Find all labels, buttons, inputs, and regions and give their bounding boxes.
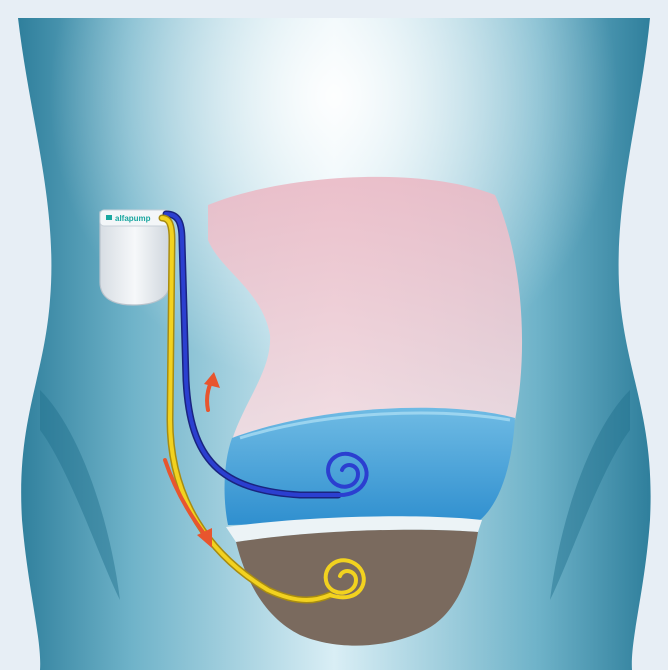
pump-device: alfapump bbox=[100, 210, 170, 305]
pump-brand-label: alfapump bbox=[115, 214, 151, 223]
pump-logo-mark bbox=[106, 215, 112, 220]
